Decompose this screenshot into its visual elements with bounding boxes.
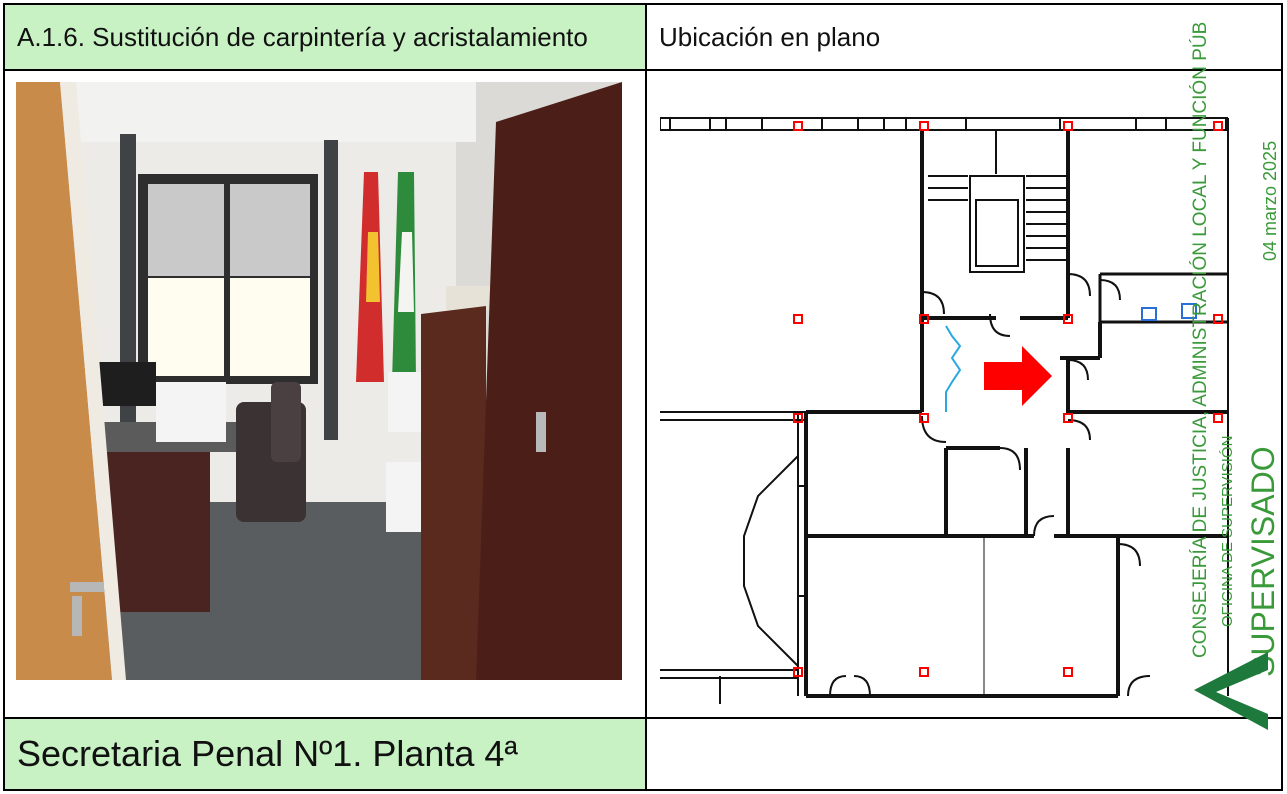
- stamp-line2-text: OFICINA DE SUPERVISIÓN: [1219, 435, 1236, 627]
- section-title: A.1.6. Sustitución de carpintería y acri…: [5, 5, 645, 69]
- junta-logo-icon: [1194, 652, 1272, 730]
- office-photo: [16, 82, 622, 680]
- stamp-line2: OFICINA DE SUPERVISIÓN: [1219, 436, 1236, 627]
- stamp-line1-text: CONSEJERÍA DE JUSTICIA, ADMINISTRACIÓN L…: [1190, 21, 1211, 658]
- room-label-text: Secretaria Penal Nº1. Planta 4ª: [17, 733, 518, 774]
- stamp-date: 04 marzo 2025: [1260, 141, 1281, 261]
- footer-empty-cell: [647, 719, 1283, 789]
- column-divider: [645, 5, 647, 789]
- header-divider: [5, 69, 1281, 71]
- table-frame: A.1.6. Sustitución de carpintería y acri…: [3, 3, 1283, 791]
- plan-header: Ubicación en plano: [647, 5, 1283, 69]
- footer-divider: [5, 717, 1281, 719]
- stamp-line1: CONSEJERÍA DE JUSTICIA, ADMINISTRACIÓN L…: [1190, 22, 1212, 658]
- room-label: Secretaria Penal Nº1. Planta 4ª: [5, 719, 645, 789]
- stamp-status-text: SUPERVISADO: [1245, 446, 1281, 677]
- stamp-status: SUPERVISADO: [1245, 446, 1282, 677]
- stamp-date-text: 04 marzo 2025: [1260, 140, 1280, 261]
- floor-plan: [659, 96, 1240, 704]
- section-title-text: A.1.6. Sustitución de carpintería y acri…: [17, 21, 588, 52]
- plan-header-text: Ubicación en plano: [659, 21, 881, 52]
